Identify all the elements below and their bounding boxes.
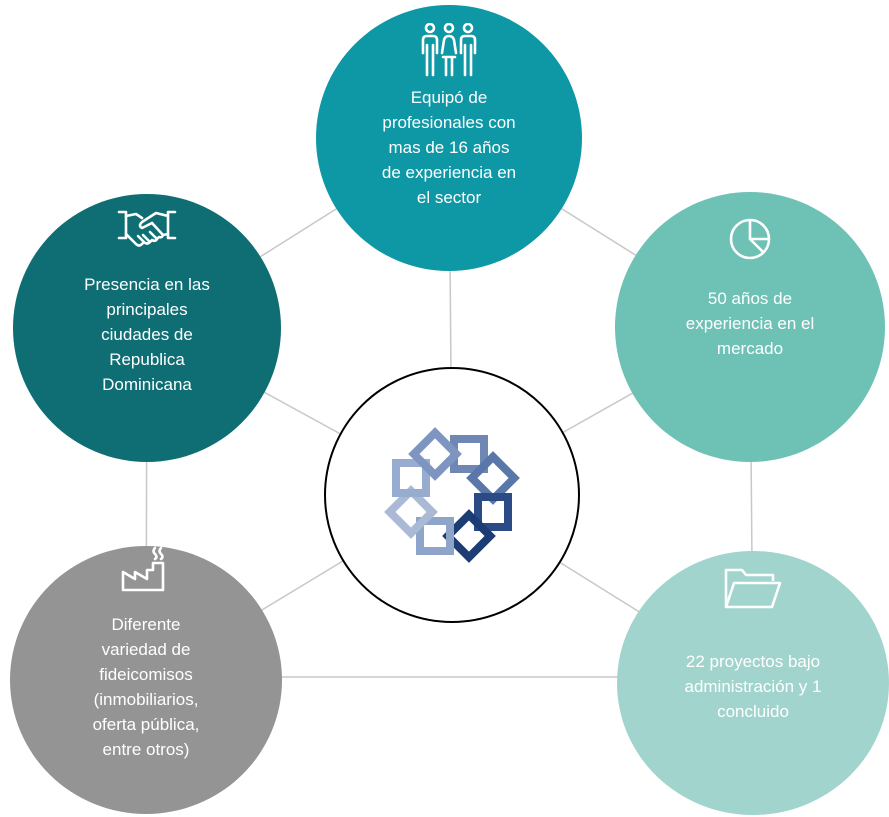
node-team-experience: Equipó de profesionales con mas de 16 añ… [316, 5, 582, 271]
presence-label: Presencia en las principales ciudades de… [84, 275, 210, 394]
company-logo-icon [384, 427, 520, 563]
team-experience-label: Equipó de profesionales con mas de 16 añ… [381, 88, 517, 207]
center-logo-circle [324, 367, 580, 623]
projects-label: 22 proyectos bajo administración y 1 con… [684, 652, 822, 721]
pie-chart-icon [729, 218, 771, 260]
people-icon [421, 23, 477, 77]
folder-icon [724, 568, 782, 609]
trust-variety-label: Diferente variedad de fideicomisos (inmo… [92, 615, 200, 759]
node-trust-variety: Diferente variedad de fideicomisos (inmo… [10, 546, 282, 814]
handshake-icon [117, 210, 177, 247]
market-years-label: 50 años de experiencia en el mercado [685, 289, 815, 358]
node-presence: Presencia en las principales ciudades de… [13, 194, 281, 462]
node-projects: 22 proyectos bajo administración y 1 con… [617, 551, 889, 815]
factory-icon [121, 546, 165, 592]
node-market-years: 50 años de experiencia en el mercado [615, 192, 885, 462]
